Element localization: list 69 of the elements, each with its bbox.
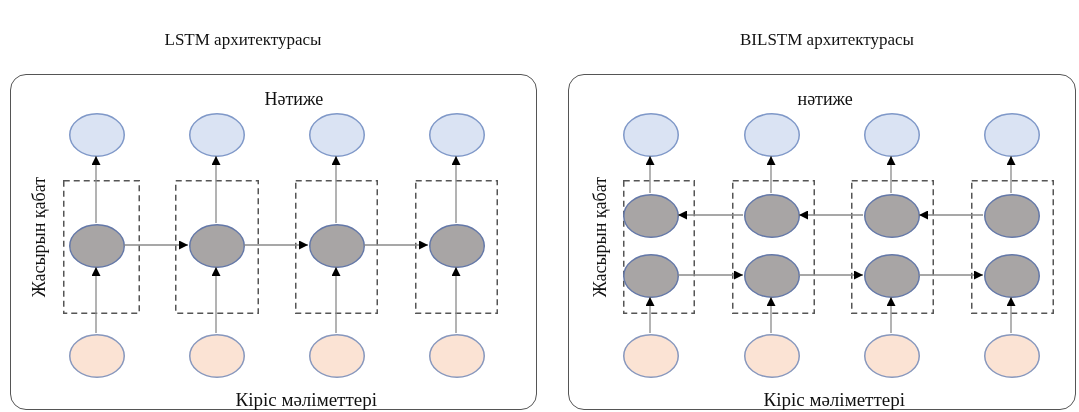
hidden-node	[429, 224, 485, 268]
hidden-node	[744, 194, 800, 238]
arrow	[331, 155, 341, 224]
arrow	[211, 155, 221, 224]
hidden-node	[864, 254, 920, 298]
hidden-node	[864, 194, 920, 238]
arrow	[91, 155, 101, 224]
hidden-node	[623, 254, 679, 298]
axis-label: Жасырын қабат	[591, 176, 610, 298]
arrow	[886, 155, 896, 194]
dashed-group-box	[63, 180, 140, 314]
arrow	[1006, 296, 1016, 334]
dashed-group-box	[175, 180, 259, 314]
axis-label: Жасырын қабат	[30, 176, 49, 298]
input-node	[984, 334, 1040, 378]
hidden-node	[189, 224, 245, 268]
layer-label: Кіріс мәліметтері	[763, 389, 905, 409]
input-node	[189, 334, 245, 378]
hidden-node	[309, 224, 365, 268]
arrow	[798, 210, 864, 220]
panel-title: BILSTM архитектурасы	[740, 30, 914, 48]
input-node	[744, 334, 800, 378]
dashed-group-box	[295, 180, 378, 314]
arrow	[451, 155, 461, 224]
arrow	[645, 296, 655, 334]
input-node	[623, 334, 679, 378]
arrow	[363, 240, 429, 250]
dashed-group-box	[971, 180, 1054, 314]
arrow	[645, 155, 655, 194]
hidden-node	[69, 224, 125, 268]
dashed-group-box	[623, 180, 695, 314]
layer-label: Кіріс мәліметтері	[235, 389, 377, 409]
output-node	[69, 113, 125, 157]
arrow	[123, 240, 189, 250]
output-node	[984, 113, 1040, 157]
arrow	[1006, 155, 1016, 194]
arrow	[211, 266, 221, 334]
input-node	[864, 334, 920, 378]
dashed-group-box	[415, 180, 498, 314]
layer-label: нәтиже	[797, 90, 853, 108]
output-node	[623, 113, 679, 157]
arrow	[766, 155, 776, 194]
arrow	[798, 270, 864, 280]
hidden-node	[623, 194, 679, 238]
arrow	[91, 266, 101, 334]
arrow	[677, 210, 744, 220]
arrow	[918, 210, 984, 220]
output-node	[309, 113, 365, 157]
hidden-node	[984, 254, 1040, 298]
output-node	[864, 113, 920, 157]
input-node	[429, 334, 485, 378]
output-node	[189, 113, 245, 157]
input-node	[309, 334, 365, 378]
arrow	[766, 296, 776, 334]
hidden-node	[984, 194, 1040, 238]
output-node	[429, 113, 485, 157]
arrow	[451, 266, 461, 334]
hidden-node	[744, 254, 800, 298]
panel-title: LSTM архитектурасы	[164, 30, 322, 48]
dashed-group-box	[851, 180, 934, 314]
arrow	[243, 240, 309, 250]
dashed-group-box	[732, 180, 815, 314]
output-node	[744, 113, 800, 157]
input-node	[69, 334, 125, 378]
arrow	[331, 266, 341, 334]
layer-label: Нәтиже	[264, 90, 324, 108]
arrow	[677, 270, 744, 280]
arrow	[886, 296, 896, 334]
arrow	[918, 270, 984, 280]
